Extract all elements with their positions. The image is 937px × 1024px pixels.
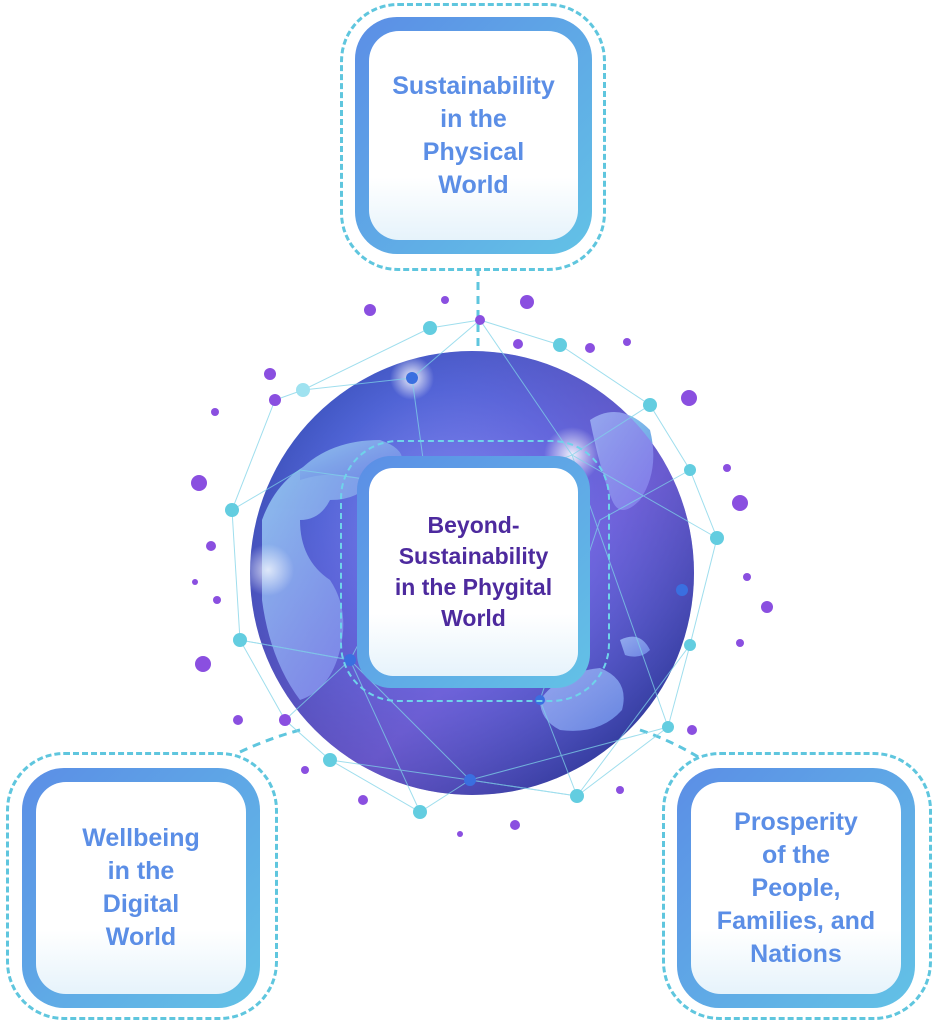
box-label: Prosperity of the People, Families, and …: [716, 807, 876, 968]
box-prosperity: Prosperity of the People, Families, and …: [677, 768, 915, 1008]
top-box-dashed-outline: [340, 3, 606, 271]
box-label: Wellbeing in the Digital World: [82, 824, 200, 951]
box-inner: Beyond- Sustainability in the Phygital W…: [369, 468, 578, 676]
box-beyond-sustainability: Beyond- Sustainability in the Phygital W…: [357, 456, 590, 688]
box-sustainability-physical: Sustainability in the Physical World: [355, 17, 592, 254]
box-inner: Wellbeing in the Digital World: [36, 782, 246, 994]
box-label: Beyond- Sustainability in the Phygital W…: [394, 512, 553, 631]
left-box-dashed-outline: [6, 752, 278, 1020]
box-inner: Prosperity of the People, Families, and …: [691, 782, 901, 994]
center-box-dashed-outline: [340, 440, 610, 702]
right-box-dashed-outline: [662, 752, 932, 1020]
network-nodes: [191, 295, 773, 837]
box-wellbeing-digital: Wellbeing in the Digital World: [22, 768, 260, 1008]
box-label: Sustainability in the Physical World: [392, 71, 555, 199]
box-inner: Sustainability in the Physical World: [369, 31, 578, 240]
